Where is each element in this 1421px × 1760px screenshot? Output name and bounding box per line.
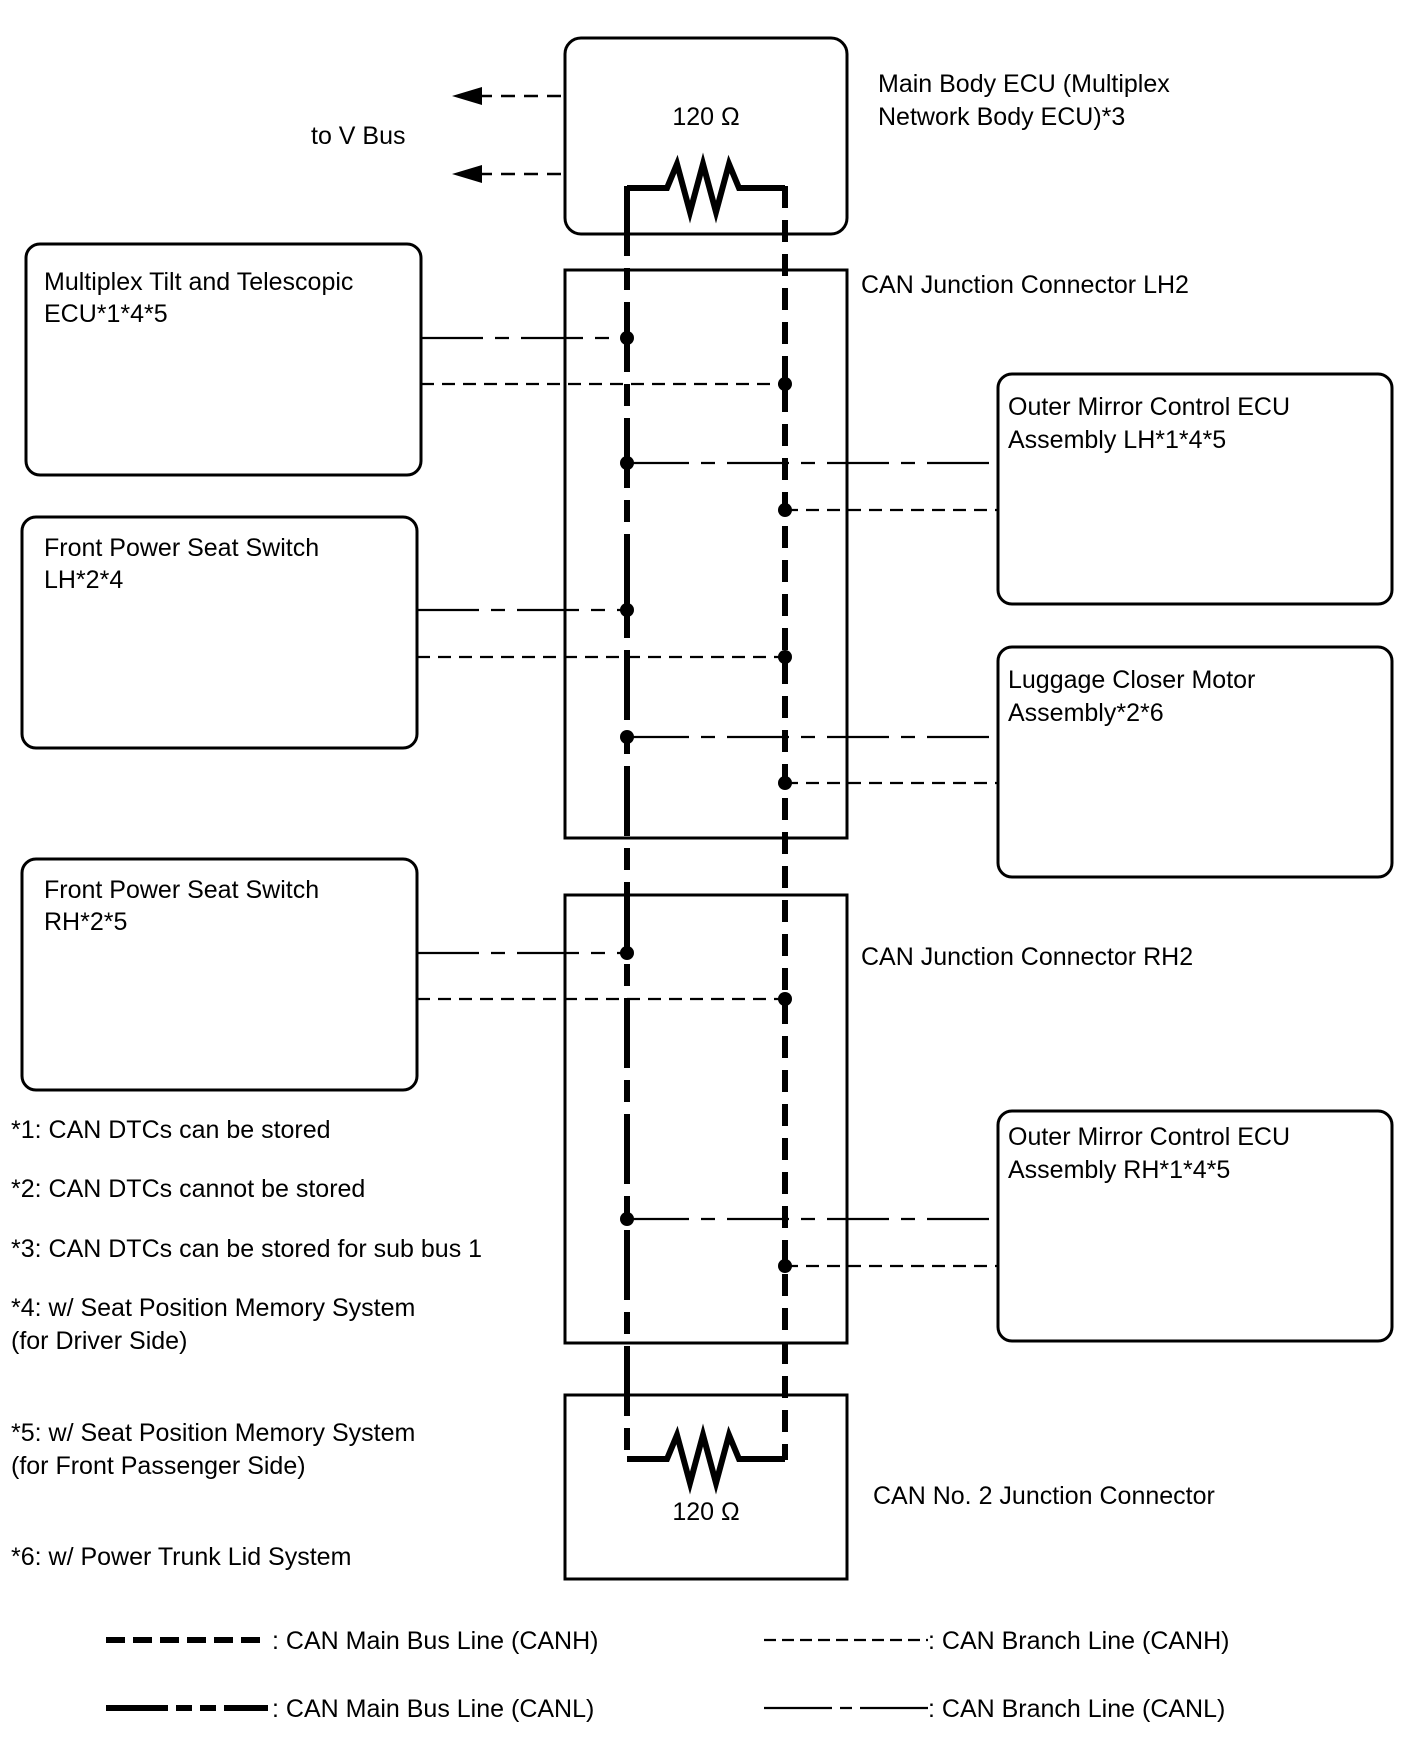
arrow-left-icon — [452, 87, 482, 105]
main-ecu-resistor-label: 120 Ω — [672, 103, 739, 131]
legend-main-canh-label: : CAN Main Bus Line (CANH) — [272, 1627, 598, 1655]
front-power-seat-switch-lh-box — [20, 515, 419, 750]
to-v-bus-label: to V Bus — [311, 122, 406, 150]
can-no2-junction-connector-box — [563, 1393, 849, 1581]
outer-mirror-control-ecu-lh-box — [996, 372, 1394, 606]
junction-dot — [778, 992, 792, 1006]
junction-dots — [620, 331, 792, 1273]
legend-branch-canl-label: : CAN Branch Line (CANL) — [928, 1695, 1225, 1723]
main-ecu-name-line2: Network Body ECU)*3 — [878, 103, 1125, 131]
legend-main-canl-label: : CAN Main Bus Line (CANL) — [272, 1695, 594, 1723]
footnotes: *1: CAN DTCs can be stored *2: CAN DTCs … — [11, 1116, 482, 1571]
junction-dot — [620, 331, 634, 345]
junction-no2-label: CAN No. 2 Junction Connector — [873, 1482, 1215, 1510]
legend-branch-canh-label: : CAN Branch Line (CANH) — [928, 1627, 1229, 1655]
left-module-3-line2: RH*2*5 — [44, 908, 127, 936]
right-module-3-line2: Assembly RH*1*4*5 — [1008, 1156, 1230, 1184]
main-ecu-name-line1: Main Body ECU (Multiplex — [878, 70, 1170, 98]
left-module-3-line1: Front Power Seat Switch — [44, 876, 319, 904]
note-4-line1: *4: w/ Seat Position Memory System — [11, 1294, 415, 1322]
left-module-2-line1: Front Power Seat Switch — [44, 534, 319, 562]
can-junction-connector-lh2-box — [563, 268, 849, 840]
right-module-2-line1: Luggage Closer Motor — [1008, 666, 1255, 694]
junction-dot — [778, 650, 792, 664]
junction-dot — [778, 503, 792, 517]
front-power-seat-switch-rh-box — [20, 857, 419, 1092]
right-module-3-line1: Outer Mirror Control ECU — [1008, 1123, 1290, 1151]
junction-dot — [620, 946, 634, 960]
right-module-2-line2: Assembly*2*6 — [1008, 699, 1164, 727]
multiplex-tilt-telescopic-ecu-box — [24, 242, 423, 477]
right-module-1-line2: Assembly LH*1*4*5 — [1008, 426, 1226, 454]
right-module-1-line1: Outer Mirror Control ECU — [1008, 393, 1290, 421]
junction-dot — [620, 456, 634, 470]
bottom-termination-resistor — [627, 1423, 785, 1495]
left-module-1-line2: ECU*1*4*5 — [44, 300, 168, 328]
to-v-bus-arrows — [452, 87, 565, 183]
note-1: *1: CAN DTCs can be stored — [11, 1116, 331, 1144]
junction-dot — [778, 776, 792, 790]
junction-dot — [620, 603, 634, 617]
junction-rh2-label: CAN Junction Connector RH2 — [861, 943, 1193, 971]
junction-dot — [620, 730, 634, 744]
note-6: *6: w/ Power Trunk Lid System — [11, 1543, 351, 1571]
outer-mirror-control-ecu-rh-box — [996, 1109, 1394, 1343]
left-module-1-line1: Multiplex Tilt and Telescopic — [44, 268, 353, 296]
main-body-ecu-box — [563, 36, 849, 236]
note-5-line2: (for Front Passenger Side) — [11, 1452, 306, 1480]
top-termination-resistor — [627, 152, 785, 224]
note-3: *3: CAN DTCs can be stored for sub bus 1 — [11, 1235, 482, 1263]
note-5-line1: *5: w/ Seat Position Memory System — [11, 1419, 415, 1447]
junction-dot — [620, 1212, 634, 1226]
junction-dot — [778, 377, 792, 391]
legend: : CAN Main Bus Line (CANH) : CAN Main Bu… — [106, 1627, 1229, 1723]
junction-no2-resistor-label: 120 Ω — [672, 1498, 739, 1526]
arrow-left-icon — [452, 165, 482, 183]
note-4-line2: (for Driver Side) — [11, 1327, 187, 1355]
note-2: *2: CAN DTCs cannot be stored — [11, 1175, 365, 1203]
left-module-2-line2: LH*2*4 — [44, 566, 123, 594]
junction-dot — [778, 1259, 792, 1273]
junction-lh2-label: CAN Junction Connector LH2 — [861, 271, 1189, 299]
can-junction-connector-rh2-box — [563, 893, 849, 1345]
luggage-closer-motor-assembly-box — [996, 645, 1394, 879]
